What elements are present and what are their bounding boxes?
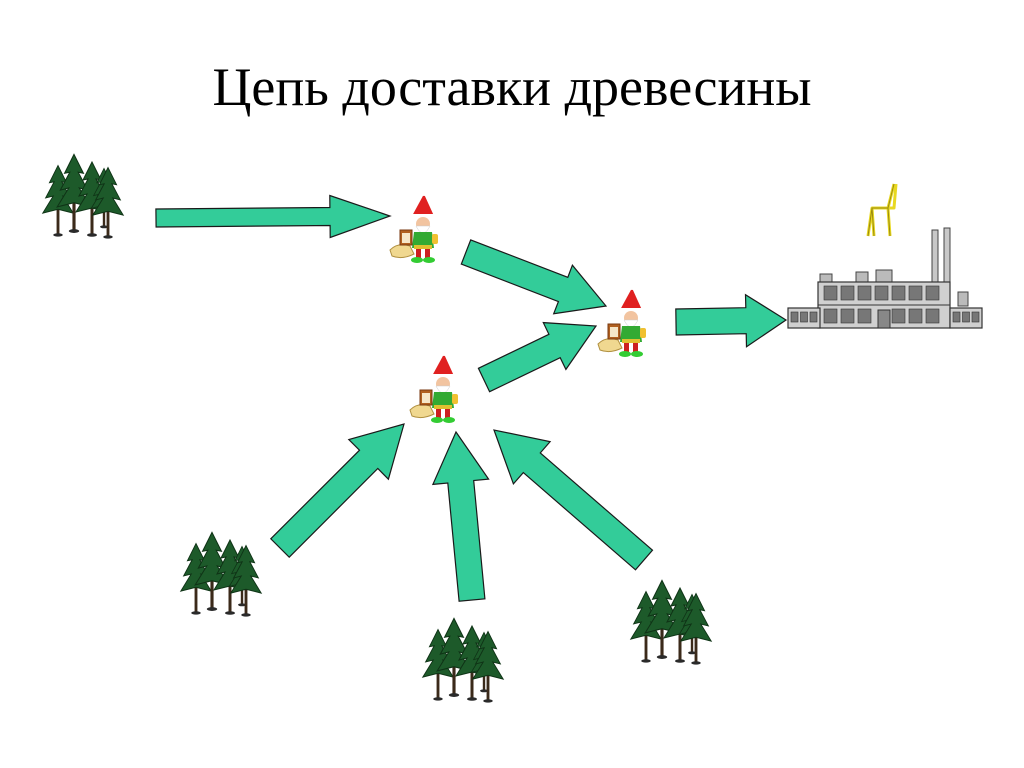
middleman-2 (409, 349, 459, 424)
arrow-forest-4-to-middleman-2 (493, 429, 654, 571)
factory-window (800, 311, 808, 323)
factory-window (952, 311, 961, 323)
slide-title: Цепь доставки древесины (212, 57, 812, 117)
tree-group-icon (423, 618, 503, 702)
factory-window (908, 285, 923, 301)
factory-window (840, 308, 855, 324)
forest-4 (631, 580, 711, 664)
factory-window (823, 285, 838, 301)
chair-icon (866, 183, 898, 237)
factory-window (908, 308, 923, 324)
tree-group-icon (631, 580, 711, 664)
gnome-icon (597, 283, 647, 358)
factory-window (891, 308, 906, 324)
factory-window (962, 311, 970, 323)
forest-1 (43, 154, 123, 238)
factory-window (809, 311, 818, 323)
arrow-middleman-2-to-middleman-3 (477, 321, 598, 393)
arrow-middleman-1-to-middleman-3 (460, 239, 608, 315)
arrow-middleman-3-to-factory (675, 293, 788, 348)
factory-window (874, 285, 889, 301)
factory-window (790, 311, 799, 323)
arrow-forest-3-to-middleman-2 (431, 430, 490, 602)
factory-window (971, 311, 980, 323)
arrow-forest-2-to-middleman-2 (269, 423, 405, 559)
factory-icon (787, 227, 983, 329)
factory-window (823, 308, 838, 324)
gnome-icon (409, 349, 459, 424)
factory-window (857, 308, 872, 324)
middleman-1 (389, 189, 439, 264)
tree-group-icon (181, 532, 261, 616)
forest-2 (181, 532, 261, 616)
factory-window (840, 285, 855, 301)
forest-3 (423, 618, 503, 702)
arrows-layer (155, 194, 788, 602)
factory-window (891, 285, 906, 301)
gnome-icon (389, 189, 439, 264)
factory-window (925, 308, 940, 324)
middleman-3 (597, 283, 647, 358)
factory-window (925, 285, 940, 301)
factory-window (857, 285, 872, 301)
arrow-forest-1-to-middleman-1 (155, 194, 392, 239)
tree-group-icon (43, 154, 123, 238)
